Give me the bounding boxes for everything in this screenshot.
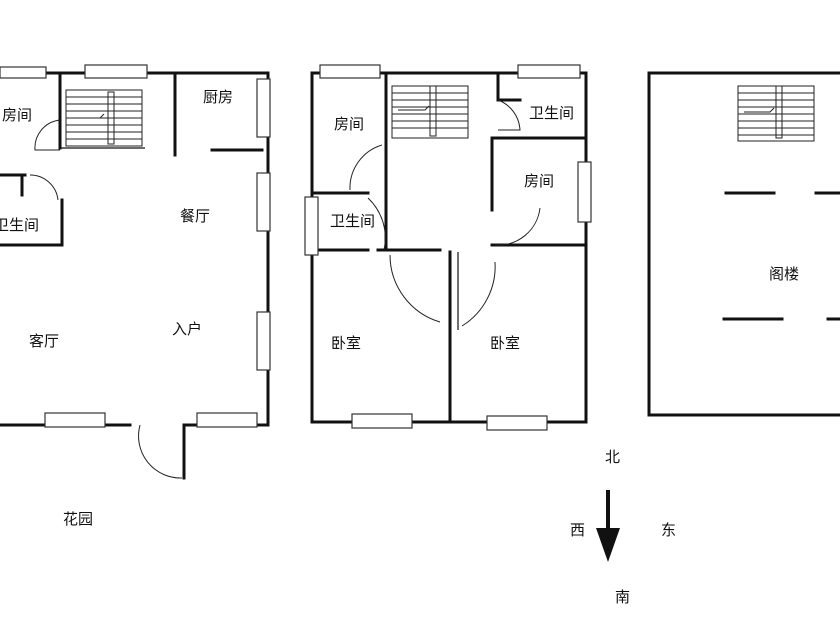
ground-floor-plan: [0, 64, 271, 480]
window: [256, 311, 271, 371]
door-arc: [34, 119, 61, 151]
compass-north: 北: [605, 448, 621, 466]
staircase: [65, 89, 143, 147]
window: [84, 64, 148, 79]
staircase: [391, 85, 469, 139]
window: [517, 64, 581, 79]
label-bathroom: 卫生间: [0, 216, 40, 234]
compass-east: 东: [661, 521, 677, 539]
door-arc: [138, 424, 183, 479]
door-arc: [29, 174, 59, 201]
label-room: 房间: [524, 172, 555, 190]
window: [486, 415, 548, 431]
window: [0, 66, 47, 79]
window: [304, 196, 319, 256]
window: [196, 412, 258, 428]
compass-arrow: [596, 490, 620, 562]
label-entrance: 入户: [172, 320, 203, 338]
window: [351, 413, 413, 429]
door-arc: [494, 207, 541, 246]
door-arc: [461, 261, 496, 327]
label-bedroom: 卧室: [490, 334, 521, 352]
staircase: [737, 85, 815, 142]
label-bathroom: 卫生间: [330, 212, 376, 230]
window: [256, 172, 271, 232]
window: [319, 64, 381, 79]
label-room: 房间: [334, 115, 365, 133]
label-bathroom: 卫生间: [529, 104, 575, 122]
label-garden: 花园: [63, 510, 94, 528]
label-living: 客厅: [29, 332, 60, 350]
door-arc: [389, 254, 441, 323]
label-room: 房间: [2, 106, 33, 124]
window: [44, 412, 106, 428]
label-kitchen: 厨房: [203, 88, 234, 106]
compass-south: 南: [615, 588, 631, 606]
label-bedroom: 卧室: [331, 334, 362, 352]
second-floor-plan: [304, 64, 592, 431]
label-dining: 餐厅: [180, 207, 211, 225]
door-arc: [367, 197, 386, 251]
window: [577, 161, 592, 223]
compass-west: 西: [570, 521, 586, 539]
door-arc: [497, 99, 521, 131]
attic-plan: [647, 71, 840, 417]
window: [256, 78, 271, 138]
label-attic: 阁楼: [769, 265, 800, 283]
door-arc: [349, 144, 383, 191]
